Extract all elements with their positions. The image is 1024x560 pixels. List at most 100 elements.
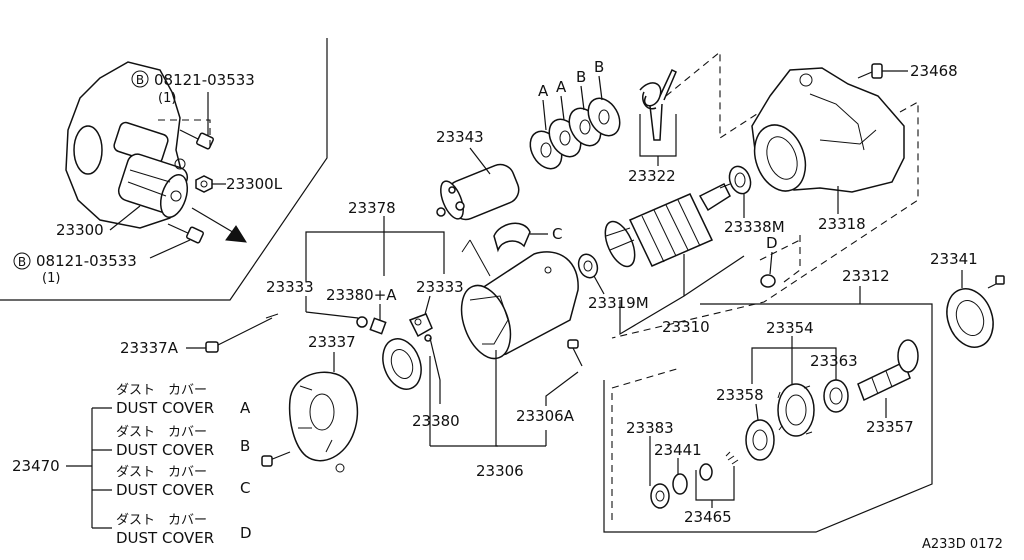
leader-23310-b — [683, 255, 745, 297]
letter-b-2: B — [594, 58, 604, 76]
box-23312 — [603, 303, 933, 533]
inset-bolt-bottom-label: 08121-03533 — [36, 252, 137, 270]
label-23338m: 23338M — [724, 218, 785, 236]
label-23468: 23468 — [910, 62, 958, 80]
collar-23441 — [672, 473, 688, 495]
dust-cover-a-jp: ダスト カバー — [116, 383, 207, 398]
label-23337a: 23337A — [120, 339, 179, 357]
pinion-gear-23354 — [777, 383, 815, 437]
solenoid-23343 — [436, 163, 520, 221]
leader-b-1 — [580, 85, 585, 111]
bolt-symbol-circle-top — [131, 70, 149, 88]
stop-ring-23383 — [650, 483, 670, 509]
gear-housing-23318 — [751, 67, 905, 193]
bracket-23378 — [305, 231, 445, 282]
dust-cover-d-en: DUST COVER — [116, 529, 214, 547]
label-23337: 23337 — [308, 333, 356, 351]
rear-cover-23337 — [288, 371, 359, 473]
arrow-icon — [225, 225, 247, 243]
leader-inset-assembly — [109, 205, 141, 231]
guide-d-housing — [783, 232, 801, 283]
label-23343: 23343 — [436, 128, 484, 146]
inset-bottom-bolt — [167, 223, 204, 244]
label-23322: 23322 — [628, 167, 676, 185]
dust-cover-d-part — [760, 274, 776, 288]
label-23341: 23341 — [930, 250, 978, 268]
inset-bolt-top-label: 08121-03533 — [154, 71, 255, 89]
leader-inset-bolt-bottom — [149, 239, 191, 259]
bolt-symbol-top: B — [136, 73, 144, 87]
leader-23343 — [469, 147, 491, 175]
armature-23310 — [604, 182, 731, 268]
bearing-23363 — [823, 379, 849, 413]
shaft-23357 — [857, 339, 919, 402]
label-23383: 23383 — [626, 419, 674, 437]
bearing-23338m — [728, 165, 752, 195]
label-23470: 23470 — [12, 457, 60, 475]
inset-assembly-label: 23300 — [56, 221, 104, 239]
screw-23468 — [857, 63, 883, 79]
dust-cover-a-letter: A — [240, 399, 251, 417]
inset-bolt-bottom-qty: (1) — [42, 271, 60, 286]
dust-cover-c-part — [493, 222, 531, 253]
leader-23306a — [545, 371, 579, 406]
leader-a-1 — [542, 99, 547, 131]
letter-a-1: A — [538, 82, 549, 100]
label-23378: 23378 — [348, 199, 396, 217]
guide-lever-housing — [665, 50, 761, 140]
through-bolt-23337a — [205, 313, 279, 353]
inset-top-bolt — [179, 129, 214, 150]
label-23380-plus-a: 23380+A — [326, 286, 397, 304]
engine-bore — [73, 125, 103, 175]
label-23333-right: 23333 — [416, 278, 464, 296]
dust-cover-list: 23470 ダスト カバー DUST COVER A ダスト カバー DUST … — [12, 383, 252, 547]
dust-cover-a-en: DUST COVER — [116, 399, 214, 417]
leader-a-2 — [560, 95, 565, 121]
inset-nut-label: 23300L — [226, 175, 283, 193]
label-23358: 23358 — [716, 386, 764, 404]
washers-a-a-b — [529, 97, 621, 170]
guide-d-part — [759, 239, 801, 261]
shift-lever-23322 — [639, 68, 677, 141]
bracket-23354 — [751, 347, 837, 384]
bracket-23310 — [619, 254, 685, 336]
label-23441: 23441 — [654, 441, 702, 459]
letter-c-part: C — [552, 225, 562, 243]
bracket-23322 — [639, 114, 677, 157]
inset-bolt-top-qty: (1) — [158, 91, 176, 106]
label-23310: 23310 — [662, 318, 710, 336]
dust-cover-b-jp: ダスト カバー — [116, 425, 207, 440]
dust-cover-c-en: DUST COVER — [116, 481, 214, 499]
inset-border — [0, 38, 328, 301]
leader-23380 — [429, 337, 441, 404]
leader-d-part — [769, 251, 773, 275]
brush-plate-23319m — [577, 253, 599, 279]
dust-cover-b-letter: B — [240, 437, 250, 455]
label-23333-left: 23333 — [266, 278, 314, 296]
inset-starter — [113, 121, 189, 218]
inset-nut — [195, 175, 213, 193]
dust-cover-c-jp: ダスト カバー — [116, 465, 207, 480]
clutch-23358 — [745, 419, 775, 461]
inset-guide — [158, 119, 211, 150]
dust-cover-d-jp: ダスト カバー — [116, 513, 207, 528]
bolt-symbol-bottom: B — [18, 255, 26, 269]
dust-cover-d-letter: D — [240, 524, 252, 542]
label-23363: 23363 — [810, 352, 858, 370]
label-23312: 23312 — [842, 267, 890, 285]
leader-23358 — [755, 403, 759, 421]
letter-b-1: B — [576, 68, 586, 86]
leader-b-2 — [598, 75, 603, 101]
clutch-group-23312: 23312 23354 23363 23357 — [603, 267, 933, 533]
yoke-23306 — [460, 239, 579, 360]
bracket-23465 — [695, 466, 735, 501]
figure-code: A233D 0172 — [922, 537, 1003, 552]
letter-d-part: D — [766, 234, 778, 252]
screw-23306a — [567, 339, 583, 367]
label-23318: 23318 — [818, 215, 866, 233]
label-23380: 23380 — [412, 412, 460, 430]
rear-screw — [261, 451, 291, 467]
brush-parts — [356, 313, 433, 342]
leader-23333-left-b — [305, 311, 359, 319]
